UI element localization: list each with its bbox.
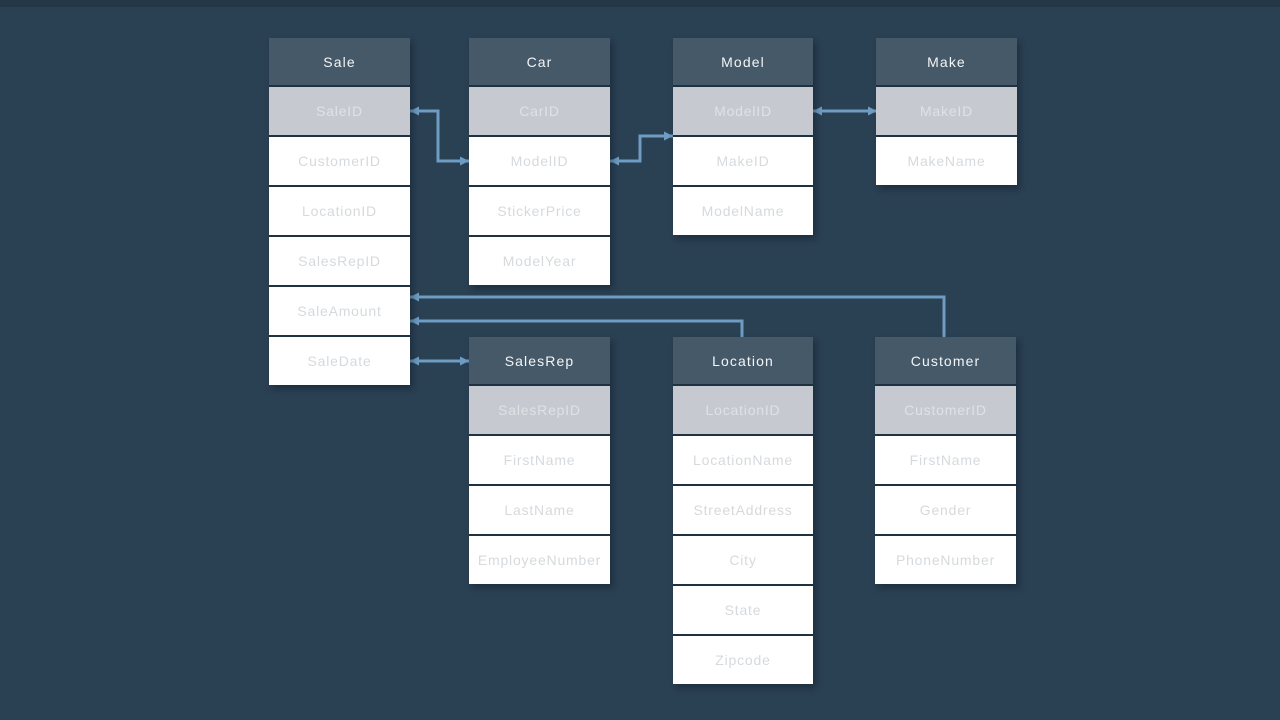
key-field-row-saleid: SaleID [269, 87, 410, 135]
field-row-salesrepid: SalesRepID [269, 237, 410, 285]
line-tip [410, 316, 419, 326]
field-row-stickerprice: StickerPrice [469, 187, 610, 235]
field-row-modelname: ModelName [673, 187, 813, 235]
relationship-line-sale-saleamount [410, 319, 744, 337]
field-row-firstname: FirstName [469, 436, 610, 484]
field-row-state: State [673, 586, 813, 634]
key-field-row-salesrepid: SalesRepID [469, 386, 610, 434]
field-row-makeid: MakeID [673, 137, 813, 185]
key-field-row-makeid: MakeID [876, 87, 1017, 135]
field-row-employeenumber: EmployeeNumber [469, 536, 610, 584]
table-title-sale: Sale [269, 38, 410, 85]
table-title-model: Model [673, 38, 813, 85]
field-row-gender: Gender [875, 486, 1016, 534]
field-row-zipcode: Zipcode [673, 636, 813, 684]
table-title-location: Location [673, 337, 813, 384]
key-field-row-customerid: CustomerID [875, 386, 1016, 434]
table-title-make: Make [876, 38, 1017, 85]
field-row-lastname: LastName [469, 486, 610, 534]
field-row-streetaddress: StreetAddress [673, 486, 813, 534]
field-row-city: City [673, 536, 813, 584]
field-row-makename: MakeName [876, 137, 1017, 185]
relationship-line-car-modelid [610, 134, 673, 163]
table-title-salesrep: SalesRep [469, 337, 610, 384]
relationship-line-sale-saleamount [410, 295, 946, 337]
line-tip [610, 156, 619, 166]
field-row-modelyear: ModelYear [469, 237, 610, 285]
relationship-line-sale-saleid [410, 109, 469, 163]
line-tip [410, 356, 419, 366]
line-tip [410, 292, 419, 302]
key-field-row-modelid: ModelID [673, 87, 813, 135]
line-tip [460, 156, 469, 166]
field-row-locationname: LocationName [673, 436, 813, 484]
field-row-firstname: FirstName [875, 436, 1016, 484]
line-tip [813, 106, 822, 116]
field-row-customerid: CustomerID [269, 137, 410, 185]
key-field-row-carid: CarID [469, 87, 610, 135]
table-title-customer: Customer [875, 337, 1016, 384]
table-title-car: Car [469, 38, 610, 85]
field-row-saleamount: SaleAmount [269, 287, 410, 335]
line-tip [664, 131, 673, 141]
field-row-saledate: SaleDate [269, 337, 410, 385]
field-row-modelid: ModelID [469, 137, 610, 185]
line-tip [460, 356, 469, 366]
field-row-locationid: LocationID [269, 187, 410, 235]
line-tip [410, 106, 419, 116]
field-row-phonenumber: PhoneNumber [875, 536, 1016, 584]
key-field-row-locationid: LocationID [673, 386, 813, 434]
top-letterbox-strip [0, 0, 1280, 7]
